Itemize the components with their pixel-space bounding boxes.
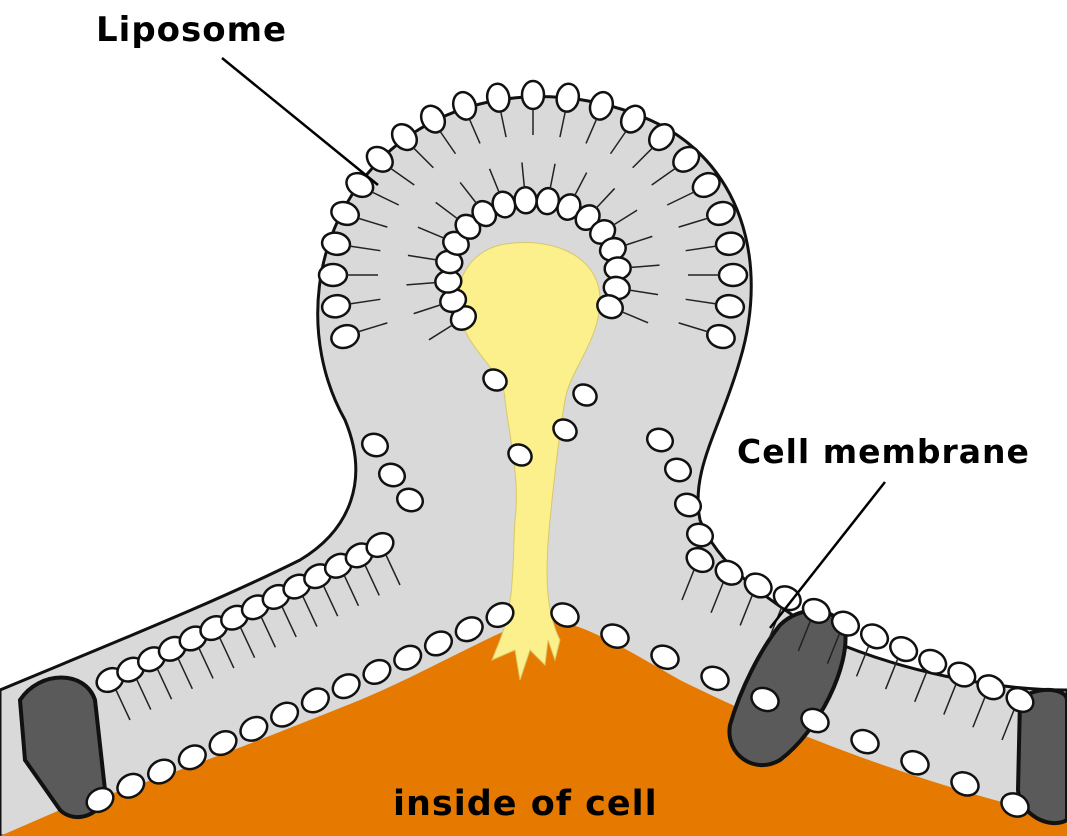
lipid-head [719, 264, 747, 286]
liposome-callout-line [222, 58, 378, 185]
liposome-label: Liposome [96, 10, 287, 50]
cell-membrane-label: Cell membrane [737, 432, 1030, 471]
lipid-head [514, 186, 538, 214]
lipid-head [522, 81, 544, 109]
lipid-head [886, 633, 921, 666]
inside-of-cell-label: inside of cell [393, 784, 658, 824]
lipid-head [319, 264, 347, 286]
lipid-head [857, 620, 892, 653]
